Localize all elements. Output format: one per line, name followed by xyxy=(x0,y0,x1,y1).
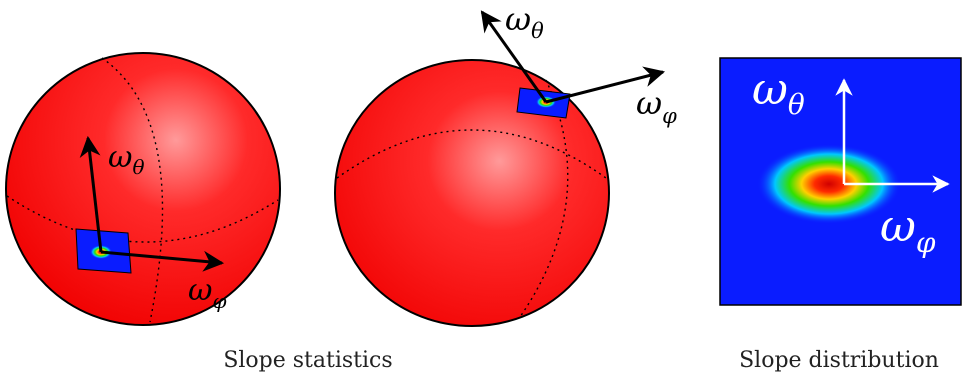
omega-phi-label: ωφ xyxy=(188,273,226,313)
sphere-middle-body xyxy=(334,59,610,327)
sphere-middle: ωθ ωφ xyxy=(334,0,677,327)
omega-phi-arrow xyxy=(545,66,666,104)
omega-phi-label: ωφ xyxy=(880,201,936,259)
sphere-left: ωθ ωφ xyxy=(5,52,281,326)
omega-theta-arrow xyxy=(480,10,548,103)
omega-phi-label: ωφ xyxy=(636,84,677,128)
sphere-left-meridian xyxy=(101,57,164,323)
sphere-left-equator xyxy=(6,195,279,243)
omega-theta-arrow xyxy=(79,135,103,253)
omega-phi-arrow xyxy=(100,250,225,272)
omega-theta-label: ωθ xyxy=(752,64,805,121)
slope-patch-icon xyxy=(516,87,571,119)
distribution-heatmap-blob xyxy=(757,144,901,224)
caption-slope-statistics: Slope statistics xyxy=(223,348,392,373)
sphere-left-body xyxy=(5,52,281,326)
omega-theta-label: ωθ xyxy=(108,140,145,179)
omega-theta-label: ωθ xyxy=(505,0,544,43)
sphere-middle-equator xyxy=(336,129,607,179)
slope-distribution-panel: ωθ ωφ xyxy=(719,57,962,306)
caption-slope-distribution: Slope distribution xyxy=(739,348,939,373)
